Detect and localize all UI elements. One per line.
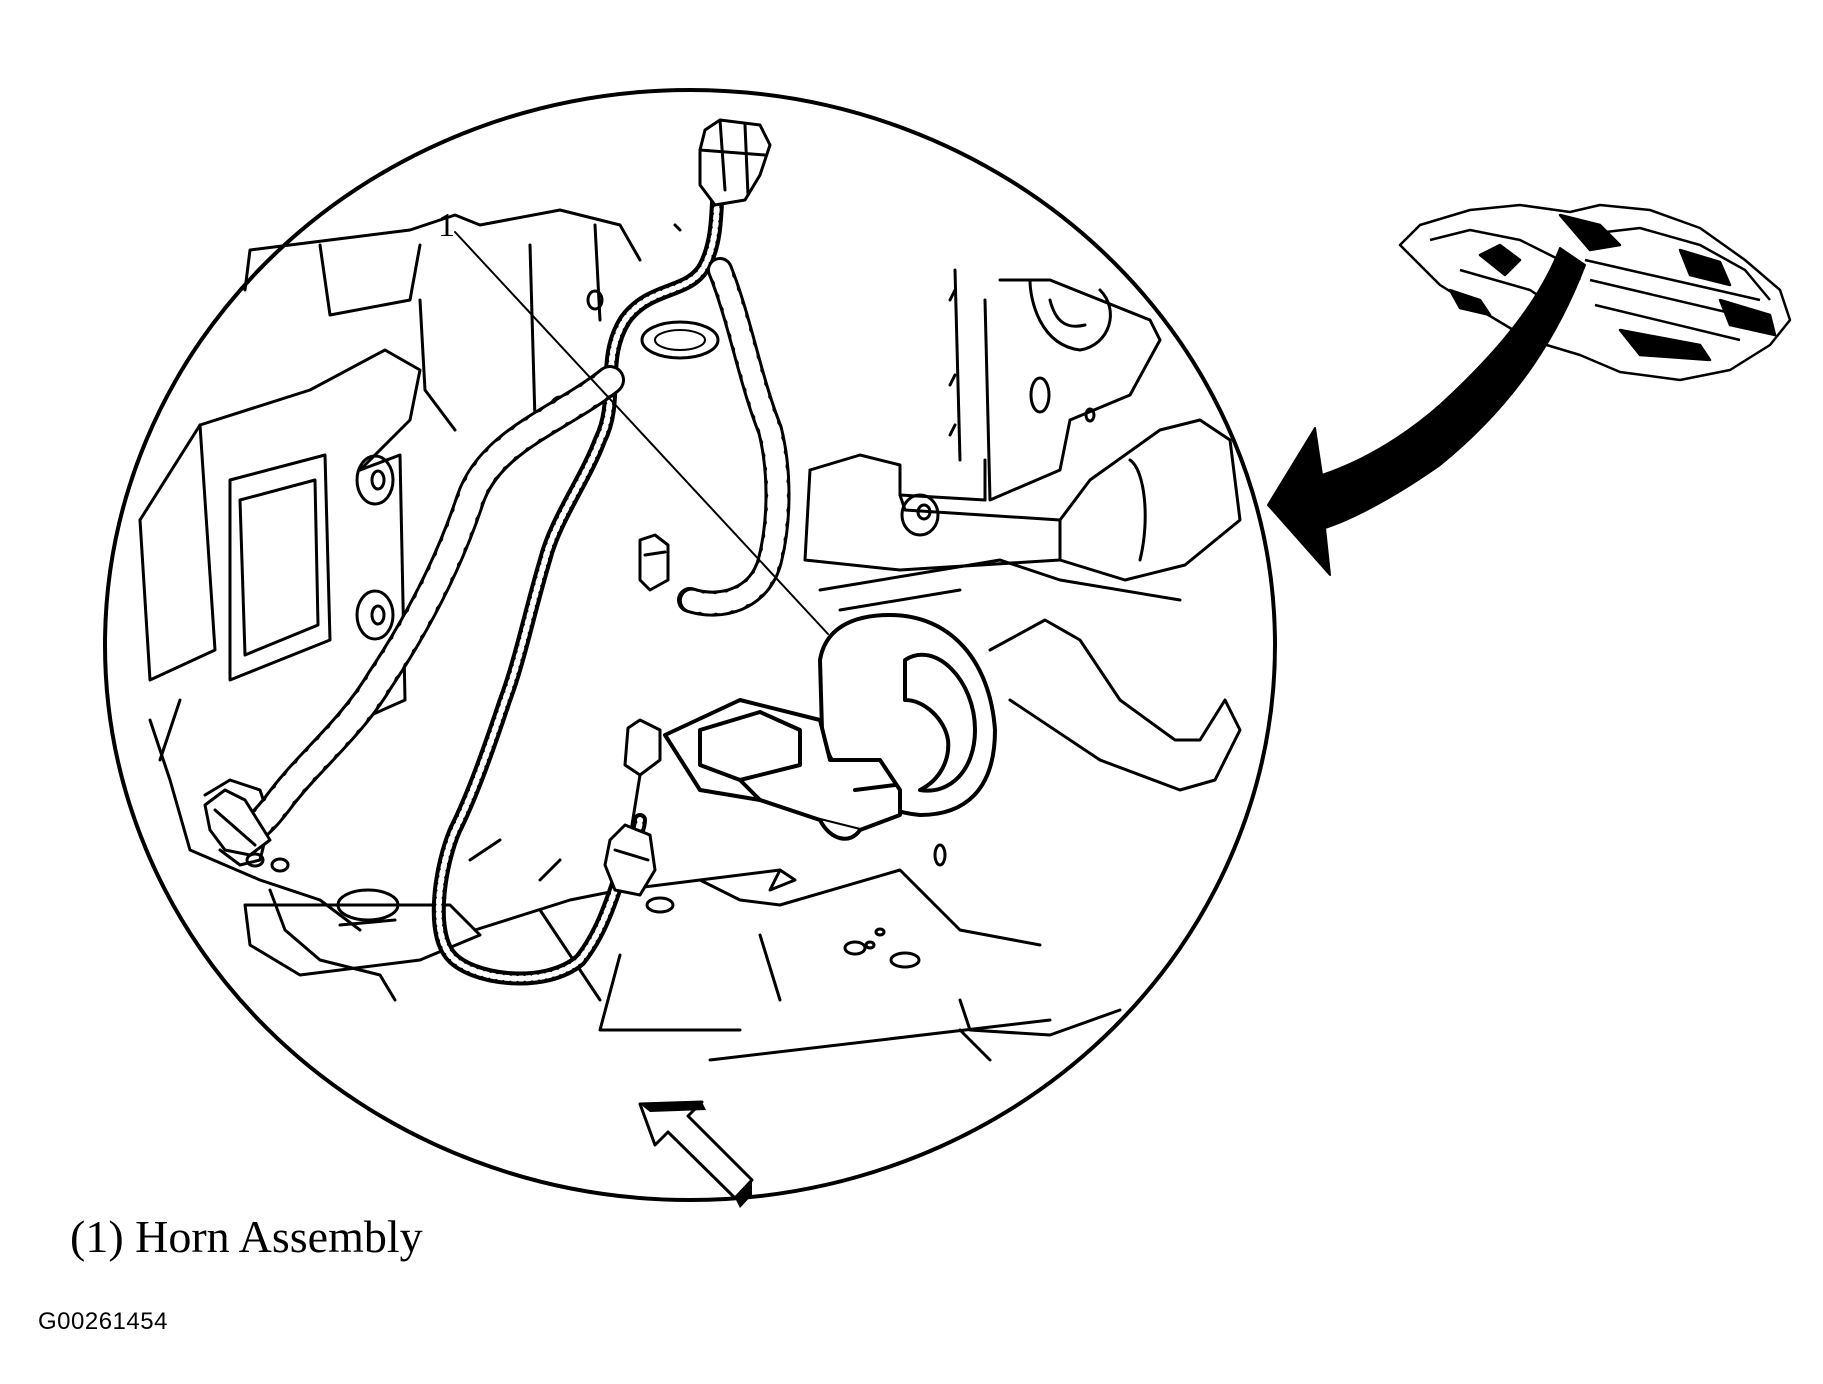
vehicle-locator-icon xyxy=(1398,203,1792,382)
harness-connector-top xyxy=(698,118,772,207)
view-direction-arrow-icon xyxy=(638,1100,754,1208)
harness-connector-bottom xyxy=(603,718,662,897)
figure-id: G00261454 xyxy=(38,1308,168,1335)
detail-circle xyxy=(103,88,1277,1202)
callout-1-leader xyxy=(454,231,829,635)
wiring-harness xyxy=(225,153,791,986)
vehicle-body-structure xyxy=(138,208,1242,1062)
harness-clip xyxy=(638,533,670,592)
harness-clamp xyxy=(203,788,272,857)
figure-caption: (1) Horn Assembly xyxy=(70,1211,423,1262)
detail-view xyxy=(103,88,1277,1202)
callout-1-number: 1 xyxy=(438,207,455,244)
horn-assembly xyxy=(663,613,997,841)
curved-pointer-arrow-icon xyxy=(1267,247,1586,576)
